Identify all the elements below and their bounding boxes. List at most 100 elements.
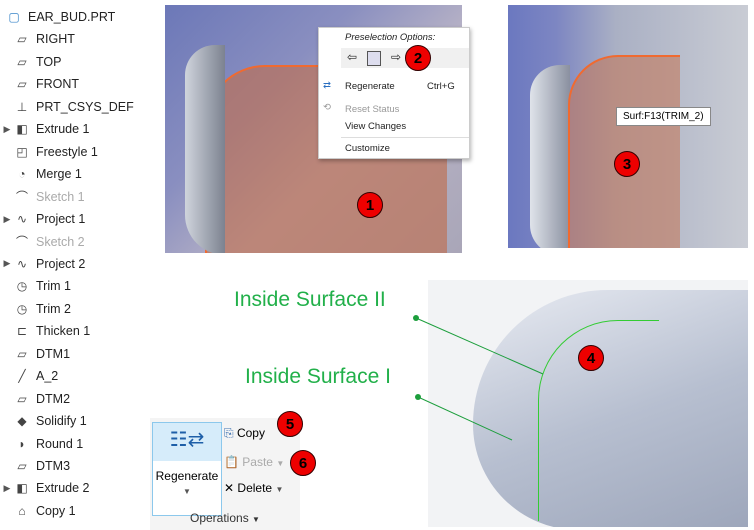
rim-shape bbox=[185, 45, 225, 253]
thicken-icon: ⊏ bbox=[16, 324, 28, 339]
tree-item[interactable]: ◰Freestyle 1 bbox=[0, 141, 98, 163]
tree-item[interactable]: ▶ ◧ Extrude 2 bbox=[0, 477, 90, 499]
operations-label: Operations bbox=[190, 511, 249, 525]
extrude-icon: ◧ bbox=[16, 481, 28, 496]
datum-plane-icon: ▱ bbox=[17, 459, 27, 473]
tree-item-label: Sketch 1 bbox=[36, 189, 85, 204]
trim-icon: ◷ bbox=[16, 301, 28, 316]
callout-badge: 6 bbox=[290, 450, 316, 476]
regenerate-shortcut: Ctrl+G bbox=[427, 81, 455, 92]
tree-item-label: Extrude 1 bbox=[36, 122, 90, 137]
delete-button[interactable]: ✕ Delete ▼ bbox=[224, 481, 284, 495]
tree-item-label: FRONT bbox=[36, 77, 80, 92]
datum-plane-icon: ▱ bbox=[17, 54, 27, 69]
viewport-2[interactable]: Surf:F13(TRIM_2) bbox=[508, 5, 748, 248]
menu-customize[interactable]: Customize bbox=[345, 143, 390, 154]
tree-item[interactable]: ⌒Sketch 1 bbox=[0, 186, 85, 208]
project-icon: ∿ bbox=[16, 212, 28, 227]
reset-status-icon: ⟲ bbox=[323, 102, 331, 113]
copy-label: Copy bbox=[236, 426, 265, 440]
tree-item[interactable]: ◆Solidify 1 bbox=[0, 410, 86, 432]
tree-item[interactable]: ▱ DTM3 bbox=[0, 455, 70, 477]
tree-item[interactable]: ▶ ∿ Project 2 bbox=[0, 253, 86, 275]
menu-reset-status[interactable]: Reset Status bbox=[345, 104, 400, 115]
merge-icon: ◔ bbox=[18, 167, 26, 182]
tree-item-label: Project 2 bbox=[36, 256, 86, 271]
regenerate-icon: ⇄ bbox=[323, 80, 331, 91]
trim-icon: ◷ bbox=[16, 279, 28, 294]
menu-regenerate[interactable]: Regenerate bbox=[345, 81, 395, 92]
tree-item[interactable]: ⌂ Copy 1 bbox=[0, 500, 76, 522]
tree-item-label: Trim 1 bbox=[36, 279, 71, 294]
tree-item[interactable]: ◷ Trim 1 bbox=[0, 275, 71, 297]
tree-item-label: Extrude 2 bbox=[36, 481, 90, 496]
tree-item-label: Copy 1 bbox=[36, 503, 76, 518]
tree-item-label: Trim 2 bbox=[36, 301, 71, 316]
callout-badge: 3 bbox=[614, 151, 640, 177]
tree-item-label: Freestyle 1 bbox=[36, 144, 98, 159]
menu-title: Preselection Options: bbox=[345, 32, 436, 43]
callout-badge: 2 bbox=[405, 45, 431, 71]
tree-item[interactable]: ▶ ◧ Extrude 1 bbox=[0, 118, 90, 140]
delete-label: Delete bbox=[237, 481, 273, 495]
viewport-3[interactable] bbox=[428, 280, 748, 527]
expand-arrow-icon[interactable]: ▶ bbox=[3, 213, 11, 224]
datum-plane-icon: ▱ bbox=[17, 346, 27, 361]
tree-item[interactable]: ╱ A_2 bbox=[0, 365, 58, 387]
pick-from-list-icon[interactable] bbox=[367, 51, 381, 66]
tree-item[interactable]: ▱DTM2 bbox=[0, 388, 70, 410]
callout-badge: 1 bbox=[357, 192, 383, 218]
callout-badge: 4 bbox=[578, 345, 604, 371]
paste-icon: 📋 bbox=[224, 455, 239, 469]
extrude-icon: ◧ bbox=[16, 122, 28, 137]
callout-badge: 5 bbox=[277, 411, 303, 437]
tree-item[interactable]: ◔ Merge 1 bbox=[0, 163, 82, 185]
round-icon: ◗ bbox=[18, 436, 26, 451]
copy-feature-icon: ⌂ bbox=[18, 503, 26, 518]
tree-item[interactable]: ▱ TOP bbox=[0, 51, 61, 73]
next-arrow-icon[interactable]: ⇨ bbox=[391, 50, 402, 64]
regenerate-button[interactable]: ☷⇄ Regenerate ▼ bbox=[152, 422, 222, 516]
tree-item-label: Sketch 2 bbox=[36, 234, 85, 249]
tree-item-label: DTM1 bbox=[36, 346, 71, 361]
project-icon: ∿ bbox=[16, 256, 28, 271]
sketch-icon: ⌒ bbox=[15, 235, 28, 249]
tree-item[interactable]: ◗Round 1 bbox=[0, 433, 83, 455]
tooltip: Surf:F13(TRIM_2) bbox=[616, 107, 711, 126]
tree-item-label: DTM3 bbox=[36, 459, 71, 473]
operations-group-menu[interactable]: Operations ▼ bbox=[190, 511, 260, 525]
tree-item-label: Project 1 bbox=[36, 212, 86, 227]
tree-item[interactable]: ⌒ Sketch 2 bbox=[0, 231, 85, 253]
tree-item-label: RIGHT bbox=[36, 32, 75, 47]
tree-item[interactable]: ▶ ∿ Project 1 bbox=[0, 208, 86, 230]
tree-item[interactable]: ◷ Trim 2 bbox=[0, 298, 71, 320]
expand-arrow-icon[interactable]: ▶ bbox=[3, 258, 11, 269]
part-icon: ▢ bbox=[8, 10, 20, 24]
regenerate-label: Regenerate bbox=[155, 469, 219, 483]
tree-item[interactable]: ⊏Thicken 1 bbox=[0, 320, 90, 342]
tree-item[interactable]: ▢ EAR_BUD.PRT bbox=[0, 6, 115, 28]
copy-button[interactable]: ⎘ Copy bbox=[224, 426, 265, 441]
expand-arrow-icon[interactable]: ▶ bbox=[3, 123, 11, 134]
csys-icon: ⊥ bbox=[16, 99, 28, 114]
paste-button[interactable]: 📋 Paste ▼ bbox=[224, 455, 285, 469]
tree-item-label: EAR_BUD.PRT bbox=[28, 10, 116, 24]
previous-arrow-icon[interactable]: ⇦ bbox=[347, 50, 358, 64]
copy-icon: ⎘ bbox=[224, 426, 234, 440]
operations-group: ☷⇄ Regenerate ▼ ⎘ Copy 📋 Paste ▼ ✕ Delete… bbox=[150, 418, 300, 530]
tree-item-label: TOP bbox=[36, 54, 62, 69]
label-inside-surface-2: Inside Surface II bbox=[234, 288, 386, 311]
tree-item[interactable]: ⊥PRT_CSYS_DEF bbox=[0, 96, 134, 118]
regenerate-icon: ☷⇄ bbox=[169, 429, 205, 451]
tree-item[interactable]: ▱ DTM1 bbox=[0, 343, 70, 365]
menu-view-changes[interactable]: View Changes bbox=[345, 121, 407, 132]
tree-item[interactable]: ▱RIGHT bbox=[0, 28, 75, 50]
expand-arrow-icon[interactable]: ▶ bbox=[3, 482, 11, 493]
tree-item[interactable]: ▱FRONT bbox=[0, 73, 79, 95]
label-inside-surface-1: Inside Surface I bbox=[245, 365, 391, 388]
axis-icon: ╱ bbox=[18, 369, 26, 384]
tree-item-label: Merge 1 bbox=[36, 167, 82, 182]
chevron-down-icon: ▼ bbox=[183, 487, 191, 496]
tree-item-label: A_2 bbox=[36, 369, 59, 384]
